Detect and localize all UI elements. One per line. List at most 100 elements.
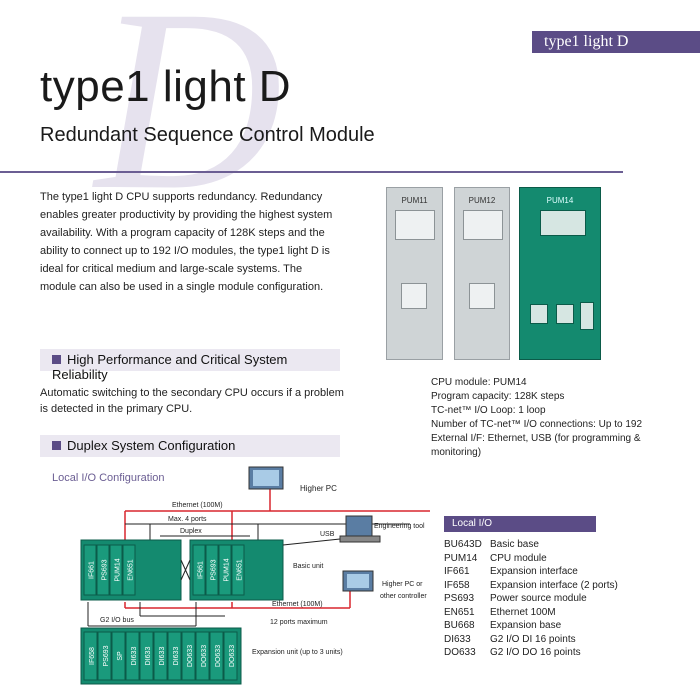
slot-module <box>139 631 154 681</box>
module-terminal <box>556 304 574 324</box>
page-title: type1 light D <box>40 62 292 111</box>
slot-module <box>96 544 110 596</box>
slot-module <box>218 544 232 596</box>
slot-module <box>192 544 206 596</box>
slot-label: DO633 <box>229 645 236 667</box>
io-code: IF658 <box>444 579 470 591</box>
module-label: PUM14 <box>546 196 574 205</box>
local-io-row: BU643D Basic base <box>444 538 618 552</box>
spec-list: CPU module: PUM14 Program capacity: 128K… <box>431 376 691 460</box>
label-usb: USB <box>320 531 335 538</box>
spec-line: Number of TC-net™ I/O connections: Up to… <box>431 419 643 430</box>
slot-module <box>97 631 112 681</box>
label-higher-pc: Higher PC <box>300 484 337 493</box>
label-ethernet-bottom: Ethernet (100M) <box>272 601 323 608</box>
local-io-row: BU668 Expansion base <box>444 619 618 633</box>
slot-label: DO633 <box>187 645 194 667</box>
slot-label: EN651 <box>237 559 244 581</box>
io-code: PUM14 <box>444 552 478 564</box>
section-reliability: High Performance and Critical System Rel… <box>40 349 340 382</box>
module-pum12: PUM12 <box>454 187 510 360</box>
slot-label: IF661 <box>89 561 96 579</box>
module-terminal <box>401 283 427 309</box>
io-code: EN651 <box>444 606 475 618</box>
slot-module <box>167 631 182 681</box>
slot-module <box>83 544 97 596</box>
label-engineering-tool: Engineering tool <box>374 523 425 530</box>
slot-module <box>125 631 140 681</box>
io-code: BU643D <box>444 539 482 550</box>
bullet-square-icon <box>52 355 61 364</box>
io-code: PS693 <box>444 593 475 604</box>
io-desc: G2 I/O DI 16 points <box>490 633 576 645</box>
io-desc: Basic base <box>490 539 539 550</box>
module-port <box>463 210 503 240</box>
slot-label: IF658 <box>89 647 96 665</box>
label-higher-pc-or: Higher PC or <box>382 581 423 588</box>
laptop-icon <box>345 515 373 537</box>
slot-label: PS693 <box>102 559 109 580</box>
label-other-controller: other controller <box>380 593 427 600</box>
io-code: BU668 <box>444 620 475 631</box>
module-terminal <box>530 304 548 324</box>
io-code: DI633 <box>444 633 471 645</box>
label-g2-bus: G2 I/O bus <box>100 617 134 624</box>
io-desc: Ethernet 100M <box>490 606 556 618</box>
label-ethernet-top: Ethernet (100M) <box>172 502 223 509</box>
slot-module <box>181 631 196 681</box>
local-io-row: PUM14 CPU module <box>444 552 618 566</box>
io-code: DO633 <box>444 647 476 658</box>
slot-module <box>231 544 245 596</box>
module-port <box>395 210 435 240</box>
basic-slots-b: IF661 PS693 PUM14 EN651 <box>192 544 245 596</box>
io-desc: Expansion interface <box>490 566 578 577</box>
slot-label: PS693 <box>103 645 110 666</box>
io-desc: Expansion base <box>490 620 562 631</box>
module-pum11: PUM11 <box>386 187 443 360</box>
slot-module <box>153 631 168 681</box>
module-pum14: PUM14 <box>519 187 601 360</box>
local-io-row: DO633 G2 I/O DO 16 points <box>444 646 618 660</box>
io-desc: G2 I/O DO 16 points <box>490 647 581 658</box>
spec-line: External I/F: Ethernet, USB (for program… <box>431 433 641 458</box>
local-io-row: PS693 Power source module <box>444 592 618 606</box>
title-rule <box>0 171 623 173</box>
slot-module <box>83 631 98 681</box>
slot-label: SP <box>117 651 124 661</box>
label-basic-unit: Basic unit <box>293 563 323 570</box>
module-label: PUM11 <box>401 196 428 205</box>
io-desc: CPU module <box>490 552 547 564</box>
slot-label: DO633 <box>215 645 222 667</box>
intro-paragraph: The type1 light D CPU supports redundanc… <box>40 191 333 293</box>
slot-module <box>109 544 123 596</box>
header-tag: type1 light D <box>532 31 700 53</box>
slot-label: PUM14 <box>115 558 122 581</box>
local-io-row: IF661 Expansion interface <box>444 565 618 579</box>
slot-module <box>223 631 238 681</box>
section-duplex-label: Duplex System Configuration <box>67 438 236 453</box>
local-io-row: DI633 G2 I/O DI 16 points <box>444 633 618 647</box>
slot-label: PUM14 <box>224 558 231 581</box>
slot-label: DO633 <box>201 645 208 667</box>
local-io-title: Local I/O <box>444 516 596 532</box>
slot-module <box>205 544 219 596</box>
slot-label: IF661 <box>198 561 205 579</box>
slot-label: PS693 <box>211 559 218 580</box>
section-duplex: Duplex System Configuration <box>40 435 340 457</box>
module-label: PUM12 <box>468 196 496 205</box>
io-desc: Power source module <box>490 593 587 604</box>
module-terminal <box>469 283 495 309</box>
slot-module <box>195 631 210 681</box>
slot-label: DI633 <box>131 647 138 666</box>
page-subtitle: Redundant Sequence Control Module <box>40 124 375 146</box>
basic-slots-a: IF661 PS693 PUM14 EN651 <box>83 544 136 596</box>
diagram-title: Local I/O Configuration <box>52 472 165 484</box>
label-max-ports: Max. 4 ports <box>168 516 207 523</box>
io-code: IF661 <box>444 566 470 577</box>
local-io-row: EN651 Ethernet 100M <box>444 606 618 620</box>
slot-label: EN651 <box>128 559 135 581</box>
